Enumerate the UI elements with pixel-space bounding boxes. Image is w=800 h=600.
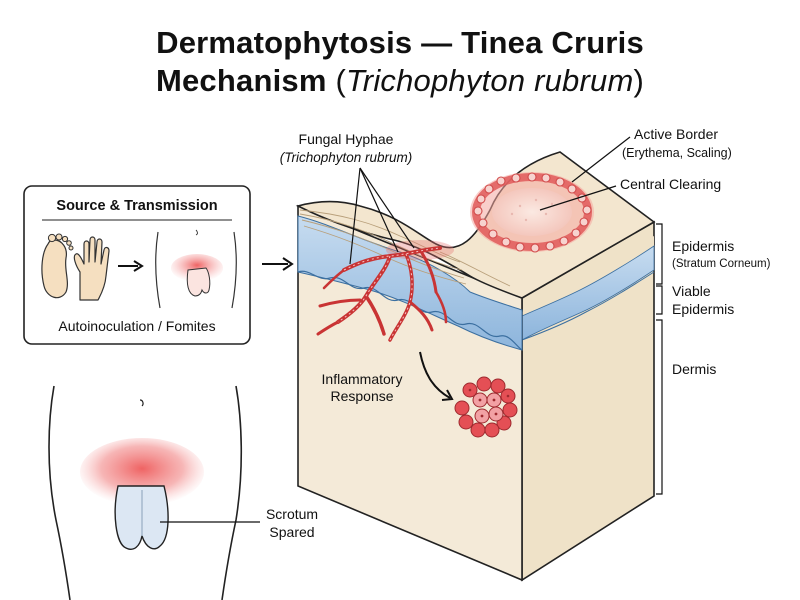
box-to-block-arrow-icon — [262, 257, 294, 271]
active-border-sublabel: (Erythema, Scaling) — [622, 146, 732, 160]
central-speckles — [510, 198, 554, 222]
hyphae-label-line2: (Trichophyton rubrum) — [280, 150, 413, 165]
central-clearing-label: Central Clearing — [620, 176, 721, 192]
inflammation-arrow-icon — [419, 351, 454, 401]
ring-lesion — [470, 172, 594, 253]
hyphae-pointer-lines — [349, 167, 415, 265]
epidermis-bracket — [656, 223, 663, 285]
inflammatory-label-line1: Inflammatory — [322, 371, 403, 387]
dermis-bracket — [656, 319, 663, 495]
source-box-caption: Autoinoculation / Fomites — [58, 318, 215, 334]
groin-figure — [48, 385, 243, 600]
diagram-title-line2: Mechanism (Trichophyton rubrum) — [0, 62, 800, 100]
title-organism: Trichophyton rubrum — [345, 63, 634, 98]
central-clearing-area — [492, 188, 572, 236]
navel-icon — [139, 399, 144, 407]
hand-icon — [73, 236, 110, 301]
source-box-heading: Source & Transmission — [56, 198, 217, 214]
viable-epidermis-bracket — [656, 285, 663, 315]
scrotum-label-line1: Scrotum — [266, 506, 318, 522]
hyphae-label-line1: Fungal Hyphae — [299, 131, 394, 147]
fungal-hyphae-network — [316, 246, 448, 342]
groin-rash — [80, 438, 204, 506]
inflammatory-cell-cluster — [454, 376, 518, 438]
title-paren-close: ) — [633, 63, 645, 98]
epidermis-sublabel: (Stratum Corneum) — [672, 258, 771, 270]
diagram-title-line1: Dermatophytosis — Tinea Cruris — [156, 25, 644, 60]
hyphae-septa — [337, 247, 441, 341]
dermis-label: Dermis — [672, 361, 716, 377]
scrotum-label-line2: Spared — [269, 524, 314, 540]
lesion-papules — [473, 172, 592, 253]
active-border-pointer — [571, 136, 631, 183]
foot-icon — [41, 233, 74, 299]
side-blue-band — [521, 245, 655, 341]
viable-label-line2: Epidermis — [672, 301, 734, 317]
viable-label-line1: Viable — [672, 283, 711, 299]
small-groin-icon — [155, 229, 237, 309]
active-border-label: Active Border — [634, 126, 718, 142]
inflammatory-label-line2: Response — [330, 388, 393, 404]
title-paren-open: ( — [335, 63, 346, 98]
source-transmission-box: Source & Transmission Autoinocul — [23, 185, 251, 345]
central-clearing-pointer — [539, 185, 617, 211]
title-mechanism: Mechanism — [155, 63, 327, 98]
epidermis-label: Epidermis — [672, 238, 734, 254]
skin-block — [295, 151, 656, 582]
layer-brackets — [656, 223, 663, 495]
transmission-arrow-icon — [118, 260, 144, 272]
